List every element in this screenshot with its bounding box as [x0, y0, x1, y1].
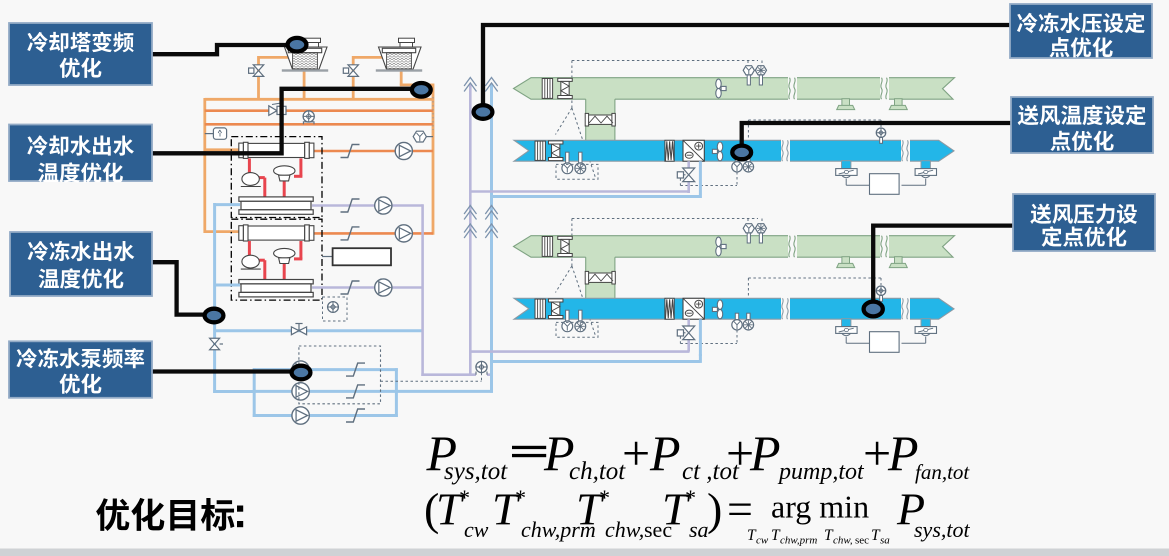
svg-text:sys,tot: sys,tot [914, 517, 971, 542]
svg-text:P: P [426, 425, 458, 481]
svg-text:T: T [771, 527, 781, 544]
svg-text:*: * [514, 485, 525, 510]
svg-text:T: T [824, 527, 834, 544]
svg-text:=: = [727, 484, 753, 535]
svg-text:T: T [576, 484, 605, 535]
svg-text:*: * [684, 485, 695, 510]
svg-text:T: T [747, 527, 757, 544]
svg-text:chw,prm: chw,prm [780, 535, 817, 547]
svg-text:chw,prm: chw,prm [521, 517, 596, 542]
svg-text:P: P [749, 425, 781, 481]
svg-text:+: + [863, 425, 891, 481]
svg-text:sa: sa [689, 517, 709, 542]
svg-text:chw,: chw, [605, 517, 644, 542]
svg-text:T: T [871, 527, 881, 544]
svg-text:cw: cw [464, 517, 489, 542]
svg-text:fan,tot: fan,tot [915, 460, 970, 484]
svg-text:chw,: chw, [833, 535, 853, 547]
svg-text:T: T [662, 484, 691, 535]
svg-text:T: T [492, 484, 521, 535]
svg-text:pump,tot: pump,tot [777, 459, 865, 485]
svg-text:P: P [896, 484, 925, 535]
svg-text:P: P [649, 425, 681, 481]
svg-text:arg min: arg min [771, 489, 869, 525]
svg-text:P: P [543, 425, 575, 481]
svg-text:ct ,tot: ct ,tot [682, 458, 740, 485]
svg-text:(: ( [424, 484, 439, 535]
svg-text:sec: sec [855, 535, 869, 547]
svg-text:+: + [622, 425, 650, 481]
svg-text:sys,tot: sys,tot [444, 458, 508, 485]
svg-text:sec: sec [644, 517, 672, 542]
svg-text:*: * [458, 485, 469, 510]
svg-text:ch,tot: ch,tot [569, 458, 626, 485]
svg-text:): ) [707, 484, 722, 535]
svg-text:cw: cw [756, 535, 769, 547]
svg-text:sa: sa [880, 535, 890, 547]
svg-text:P: P [887, 425, 919, 481]
svg-text:+: + [726, 425, 754, 481]
svg-text:T: T [436, 484, 465, 535]
svg-text:*: * [598, 485, 609, 510]
